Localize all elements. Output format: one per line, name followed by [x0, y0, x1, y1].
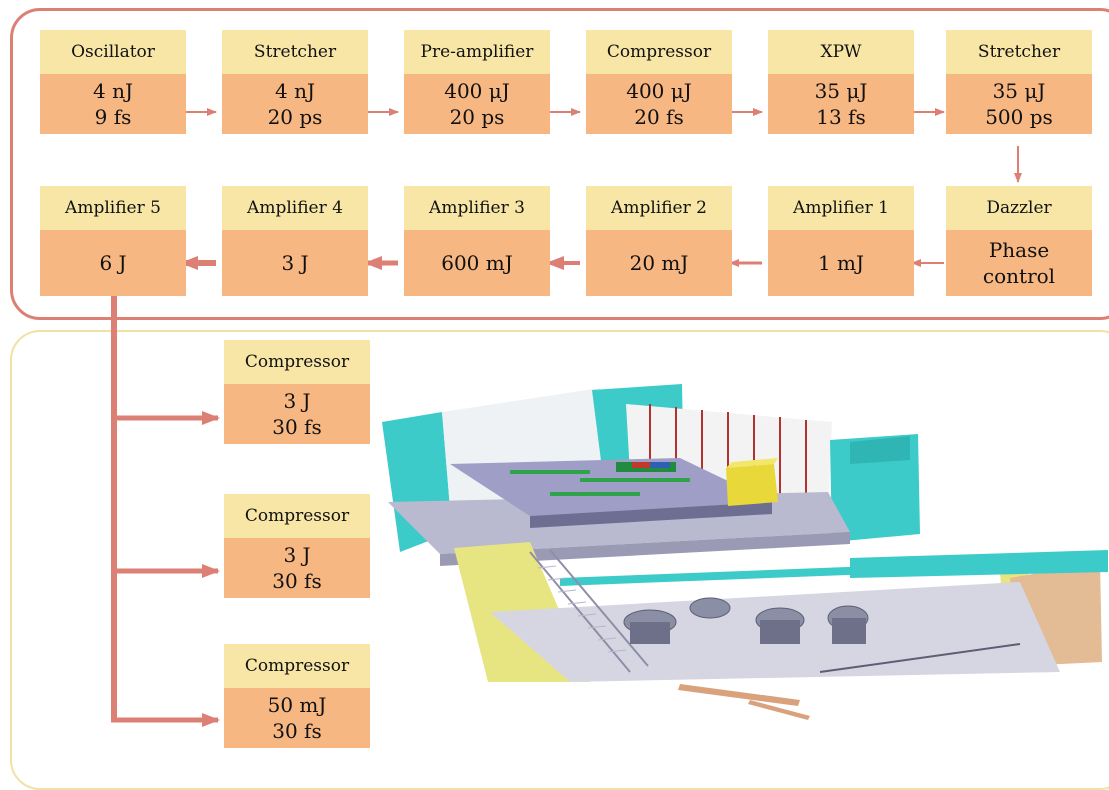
- stage-values: 4 nJ 20 ps: [222, 74, 368, 134]
- stage-duration: 30 fs: [272, 719, 322, 743]
- stage-values: 50 mJ 30 fs: [224, 688, 370, 748]
- stage-duration: 20 ps: [267, 105, 323, 129]
- stage-title: Amplifier 1: [768, 186, 914, 230]
- stage-energy: 3 J: [281, 251, 309, 275]
- stage-energy: 35 μJ: [814, 79, 868, 103]
- stage-title: Amplifier 4: [222, 186, 368, 230]
- stage-amplifier-3: Amplifier 3 600 mJ: [404, 186, 550, 296]
- stage-line-2: control: [982, 264, 1056, 288]
- stage-values: Phase control: [946, 230, 1092, 296]
- stage-values: 400 μJ 20 fs: [586, 74, 732, 134]
- stage-amplifier-4: Amplifier 4 3 J: [222, 186, 368, 296]
- stage-values: 35 μJ 500 ps: [946, 74, 1092, 134]
- compressor-beamline-1: Compressor 3 J 30 fs: [224, 340, 370, 444]
- stage-energy: 400 μJ: [626, 79, 692, 103]
- compressor-beamline-3: Compressor 50 mJ 30 fs: [224, 644, 370, 748]
- stage-energy: 50 mJ: [267, 693, 327, 717]
- stage-amplifier-5: Amplifier 5 6 J: [40, 186, 186, 296]
- stage-duration: 30 fs: [272, 415, 322, 439]
- stage-energy: 3 J: [283, 389, 311, 413]
- stage-values: 3 J 30 fs: [224, 384, 370, 444]
- stage-stretcher-2: Stretcher 35 μJ 500 ps: [946, 30, 1092, 134]
- stage-title: Oscillator: [40, 30, 186, 74]
- stage-title: Amplifier 2: [586, 186, 732, 230]
- stage-amplifier-2: Amplifier 2 20 mJ: [586, 186, 732, 296]
- stage-duration: 500 ps: [985, 105, 1053, 129]
- stage-duration: 20 fs: [634, 105, 684, 129]
- stage-title: Compressor: [586, 30, 732, 74]
- stage-title: Stretcher: [946, 30, 1092, 74]
- stage-values: 600 mJ: [404, 230, 550, 296]
- stage-duration: 13 fs: [816, 105, 866, 129]
- stage-title: Compressor: [224, 644, 370, 688]
- stage-dazzler: Dazzler Phase control: [946, 186, 1092, 296]
- stage-energy: 600 mJ: [441, 251, 513, 275]
- stage-values: 20 mJ: [586, 230, 732, 296]
- stage-energy: 3 J: [283, 543, 311, 567]
- stage-compressor-front: Compressor 400 μJ 20 fs: [586, 30, 732, 134]
- compressor-beamline-2: Compressor 3 J 30 fs: [224, 494, 370, 598]
- stage-values: 4 nJ 9 fs: [40, 74, 186, 134]
- stage-values: 6 J: [40, 230, 186, 296]
- stage-energy: 400 μJ: [444, 79, 510, 103]
- stage-title: Stretcher: [222, 30, 368, 74]
- stage-energy: 20 mJ: [629, 251, 689, 275]
- stage-title: Dazzler: [946, 186, 1092, 230]
- stage-values: 400 μJ 20 ps: [404, 74, 550, 134]
- stage-title: Compressor: [224, 494, 370, 538]
- stage-energy: 6 J: [99, 251, 127, 275]
- stage-values: 35 μJ 13 fs: [768, 74, 914, 134]
- stage-amplifier-1: Amplifier 1 1 mJ: [768, 186, 914, 296]
- stage-title: Compressor: [224, 340, 370, 384]
- laser-chain-panel: [10, 8, 1109, 320]
- stage-energy: 1 mJ: [817, 251, 865, 275]
- stage-pre-amplifier: Pre-amplifier 400 μJ 20 ps: [404, 30, 550, 134]
- stage-values: 1 mJ: [768, 230, 914, 296]
- stage-values: 3 J 30 fs: [224, 538, 370, 598]
- stage-title: XPW: [768, 30, 914, 74]
- stage-duration: 30 fs: [272, 569, 322, 593]
- stage-line-1: Phase: [988, 238, 1050, 262]
- stage-values: 3 J: [222, 230, 368, 296]
- stage-title: Amplifier 5: [40, 186, 186, 230]
- stage-xpw: XPW 35 μJ 13 fs: [768, 30, 914, 134]
- stage-stretcher-1: Stretcher 4 nJ 20 ps: [222, 30, 368, 134]
- stage-duration: 9 fs: [94, 105, 132, 129]
- stage-energy: 35 μJ: [992, 79, 1046, 103]
- stage-duration: 20 ps: [449, 105, 505, 129]
- stage-energy: 4 nJ: [275, 79, 315, 103]
- stage-oscillator: Oscillator 4 nJ 9 fs: [40, 30, 186, 134]
- stage-title: Pre-amplifier: [404, 30, 550, 74]
- stage-title: Amplifier 3: [404, 186, 550, 230]
- stage-energy: 4 nJ: [93, 79, 133, 103]
- facility-3d-render: [382, 384, 1108, 720]
